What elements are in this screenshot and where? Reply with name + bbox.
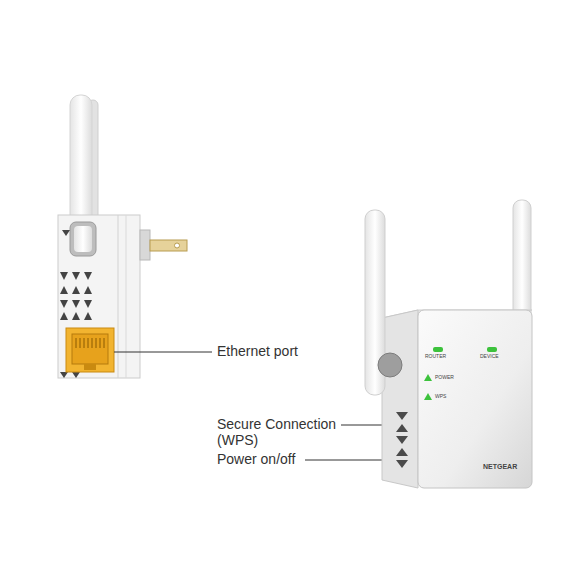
callout-label: Ethernet port: [217, 343, 298, 359]
front-view: [365, 200, 532, 488]
side-view: [58, 95, 187, 378]
led-label: ROUTER: [425, 354, 446, 360]
callout-label: Power on/off: [217, 451, 295, 467]
brand-logo: NETGEAR: [483, 463, 517, 471]
led-label: POWER: [435, 375, 454, 381]
led-label: WPS: [435, 394, 446, 400]
leader-lines: [114, 352, 392, 460]
led-label: DEVICE: [480, 354, 499, 360]
callout-label: Secure Connection (WPS): [217, 416, 343, 448]
